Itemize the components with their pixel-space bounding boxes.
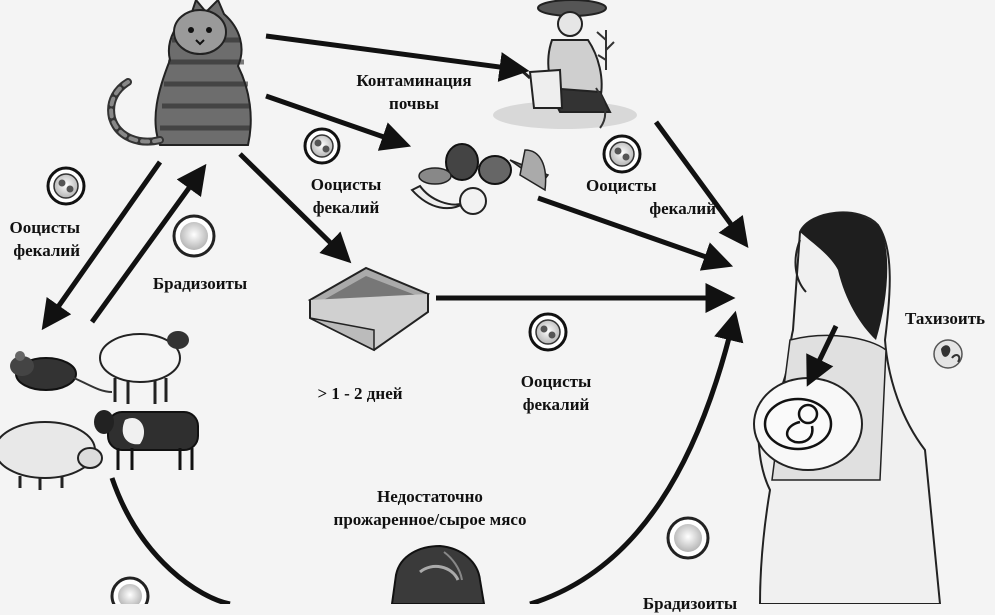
vegetables-icon: [410, 143, 550, 215]
cow-icon: [94, 410, 199, 470]
label-oocysts-soil: Ооцисты фекалий: [586, 176, 716, 218]
oocyst-icon: [528, 312, 568, 352]
litter-box-icon: [307, 266, 431, 352]
arrow-animals-to-meat: [109, 477, 231, 604]
label-litter-days: > 1 - 2 дней: [317, 384, 403, 403]
label-soil-contamination: Контаминация почвы: [356, 71, 472, 113]
sheep-icon: [99, 331, 189, 404]
fetus-icon: [763, 397, 833, 451]
oocyst-icon: [602, 134, 642, 174]
label-oocysts-vegetables: Ооцисты фекалий: [310, 175, 382, 217]
label-undercooked-meat: Недостаточно прожаренное/сырое мясо: [333, 487, 527, 529]
arrow-cat-to-litter: [238, 152, 352, 264]
label-oocysts-litter: Ооцисты фекалий: [520, 372, 592, 414]
arrow-tachyzoite-to-fetus: [806, 324, 839, 387]
label-bradyzoites-left: Брадизоиты: [152, 274, 248, 293]
rat-icon: [10, 351, 113, 393]
cyst-icon: [172, 214, 216, 258]
arrow-vegetables-to-woman: [537, 195, 734, 271]
arrow-meat-to-woman: [529, 310, 744, 604]
arrow-gardener-to-woman: [653, 120, 749, 249]
arrow-cat-to-rat: [41, 160, 163, 331]
label-oocysts-left: Ооцисты фекалий: [9, 218, 80, 260]
cat-icon: [107, 0, 252, 146]
flow-arrows: [41, 33, 839, 604]
tachyzoite-icon: [933, 339, 963, 369]
arrow-cat-to-vegetables: [265, 93, 412, 151]
meat-icon: [390, 544, 486, 604]
arrow-sheep-to-cat: [89, 163, 207, 324]
oocyst-icon: [303, 127, 341, 165]
gardener-icon: [493, 0, 637, 129]
arrow-cat-to-gardener: [265, 33, 530, 82]
cyst-icon: [110, 576, 150, 604]
oocyst-icon: [46, 166, 86, 206]
cyst-icon: [666, 516, 710, 560]
label-tachyzoite: Тахизоить: [904, 309, 986, 328]
pig-icon: [0, 421, 103, 490]
